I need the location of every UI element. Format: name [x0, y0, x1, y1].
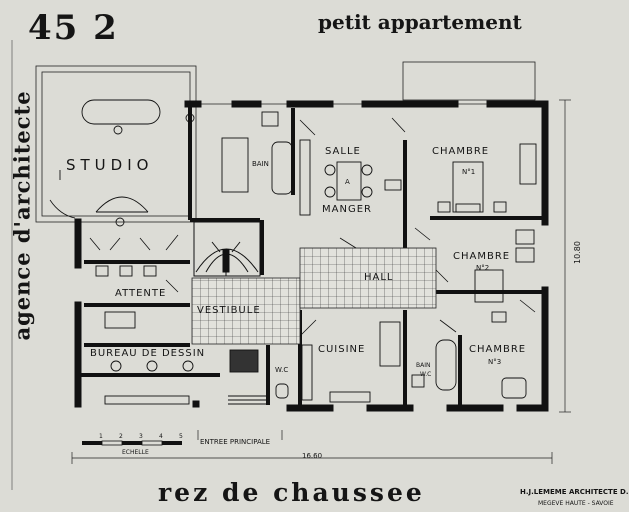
staircase [193, 221, 261, 277]
room-label-cuisine: CUISINE [318, 344, 366, 355]
room-label-chambre-3: CHAMBRE [469, 344, 527, 355]
scale-bar [82, 440, 182, 446]
room-label-manger: MANGER [322, 204, 372, 215]
room-label-bain-wc-2: W.C [420, 371, 432, 378]
architect-credit: H.J.LEMEME ARCHITECTE D.P.L.G. [520, 488, 629, 496]
room-label-hall: HALL [364, 272, 394, 283]
room-label-studio: STUDIO [66, 156, 154, 174]
floor-title: rez de chaussee [158, 478, 425, 507]
room-label-chambre-2: CHAMBRE [453, 251, 511, 262]
side-title: agence d'architecte [9, 90, 35, 341]
scale-tick-1: 1 [99, 433, 103, 440]
architect-location: MEGEVE HAUTE - SAVOIE [538, 500, 614, 507]
dimension-lines [71, 99, 571, 464]
room-label-salle: SALLE [325, 146, 361, 157]
room-label-vestibule: VESTIBULE [197, 305, 261, 316]
scale-tick-2: 2 [119, 433, 123, 440]
hall-tiles [299, 247, 437, 309]
dimension-width: 16.60 [302, 452, 323, 460]
dimension-depth: 10.80 [572, 241, 582, 264]
room-number-chambre-3: N°3 [488, 358, 502, 366]
scale-tick-4: 4 [159, 433, 163, 440]
room-label-bureau: BUREAU DE DESSIN [90, 348, 206, 359]
scale-tick-3: 3 [139, 433, 143, 440]
room-number-chambre-1: N°1 [462, 168, 476, 176]
sheet-number: 45 2 [28, 8, 119, 48]
vestibule-tiles [191, 277, 301, 345]
room-label-chambre-1: CHAMBRE [432, 146, 490, 157]
room-number-chambre-2: N°2 [476, 264, 490, 272]
door-swings [49, 117, 536, 337]
furniture [59, 99, 537, 405]
room-label-a: A [345, 178, 350, 186]
entry-label: ENTREE PRINCIPALE [200, 438, 271, 446]
exterior-walls [74, 100, 549, 412]
scale-label: ECHELLE [122, 449, 149, 456]
scale-tick-5: 5 [179, 433, 183, 440]
room-label-wc: W.C [275, 366, 289, 374]
room-label-bain-top: BAIN [252, 160, 269, 168]
room-label-bain-wc: BAIN [416, 362, 431, 369]
sheet-title: petit appartement [318, 10, 522, 34]
room-label-attente: ATTENTE [115, 288, 167, 299]
